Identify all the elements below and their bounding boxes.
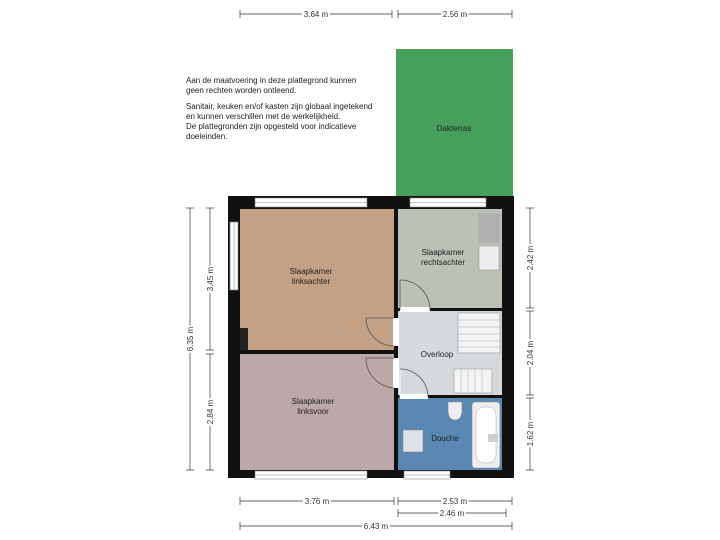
disclaimer-line: en kunnen verschillen met de werkelijkhe… [186,112,341,121]
stair-treads-lower [460,369,483,393]
dim-right-upper: 2.42 m [526,245,535,270]
disclaimer-line: Aan de maatvoering in deze plattegrond k… [186,76,357,85]
disclaimer-note: Aan de maatvoering in deze plattegrond k… [186,76,396,142]
room-label-linksachter-1: Slaapkamer [290,267,333,276]
room-label-linksachter-2: linksachter [292,277,331,286]
toilet [447,401,463,421]
door-opening-douche [400,394,428,399]
dim-bottom-right-outer: 2.53 m [443,497,468,506]
counter-rechtsachter [478,213,500,243]
stairs-lower [453,368,493,394]
door-swing-linksachter [365,317,395,347]
room-label-rechtsachter-2: rechtsachter [421,258,465,267]
room-dakterras [396,49,513,201]
dim-bottom-right-inner: 2.46 m [440,509,465,518]
door-swing-douche [399,370,428,399]
door-opening-rechtsachter [400,307,430,312]
dim-top-right: 2.56 m [443,10,468,19]
dim-bottom-left: 3.76 m [305,497,330,506]
dim-right-lower: 1.62 m [526,421,535,446]
wall-horizontal-left [240,350,394,354]
disclaimer-line: doeleinden. [186,132,228,141]
door-swing-rechtsachter [399,279,431,311]
door-swing-douche-arc [399,368,429,398]
room-label-dakterras: Dakterras [437,124,472,133]
disclaimer-line: Sanitair, keuken en/of kasten zijn globa… [186,102,373,111]
radiator-douche [488,434,498,442]
room-label-linksvoor-1: Slaapkamer [292,397,335,406]
room-label-rechtsachter-1: Slaapkamer [422,248,465,257]
room-slaapkamer-linksvoor [240,354,394,470]
disclaimer-line: De plattegronden zijn opgesteld voor ind… [186,122,357,131]
room-label-douche: Douche [431,434,459,443]
dim-top-left: 3.64 m [304,10,329,19]
dimension-lines [186,10,534,530]
room-label-overloop: Overloop [421,350,454,359]
sink-rechtsachter [478,245,500,271]
room-slaapkamer-linksachter [240,209,394,350]
door-opening-linksvoor [393,358,399,388]
wall-horizontal-right-lower [398,395,502,398]
dim-right-middle: 2.04 m [526,340,535,365]
door-opening-linksachter [393,318,399,346]
dim-left-upper: 3.45 m [206,266,215,291]
disclaimer-line: geen rechten worden ontleend. [186,86,297,95]
stair-treads-upper [458,319,500,348]
stairs-upper [457,312,501,354]
room-label-linksvoor-2: linksvoor [297,407,329,416]
dim-left-lower: 2.84 m [206,399,215,424]
dim-bottom-total: 6.43 m [364,522,389,531]
wall-horizontal-right-upper [398,308,502,311]
dim-left-total: 6.35 m [186,326,195,351]
shower-tray [402,429,424,453]
chimney-block [240,328,248,350]
door-swing-linksvoor [365,357,395,389]
